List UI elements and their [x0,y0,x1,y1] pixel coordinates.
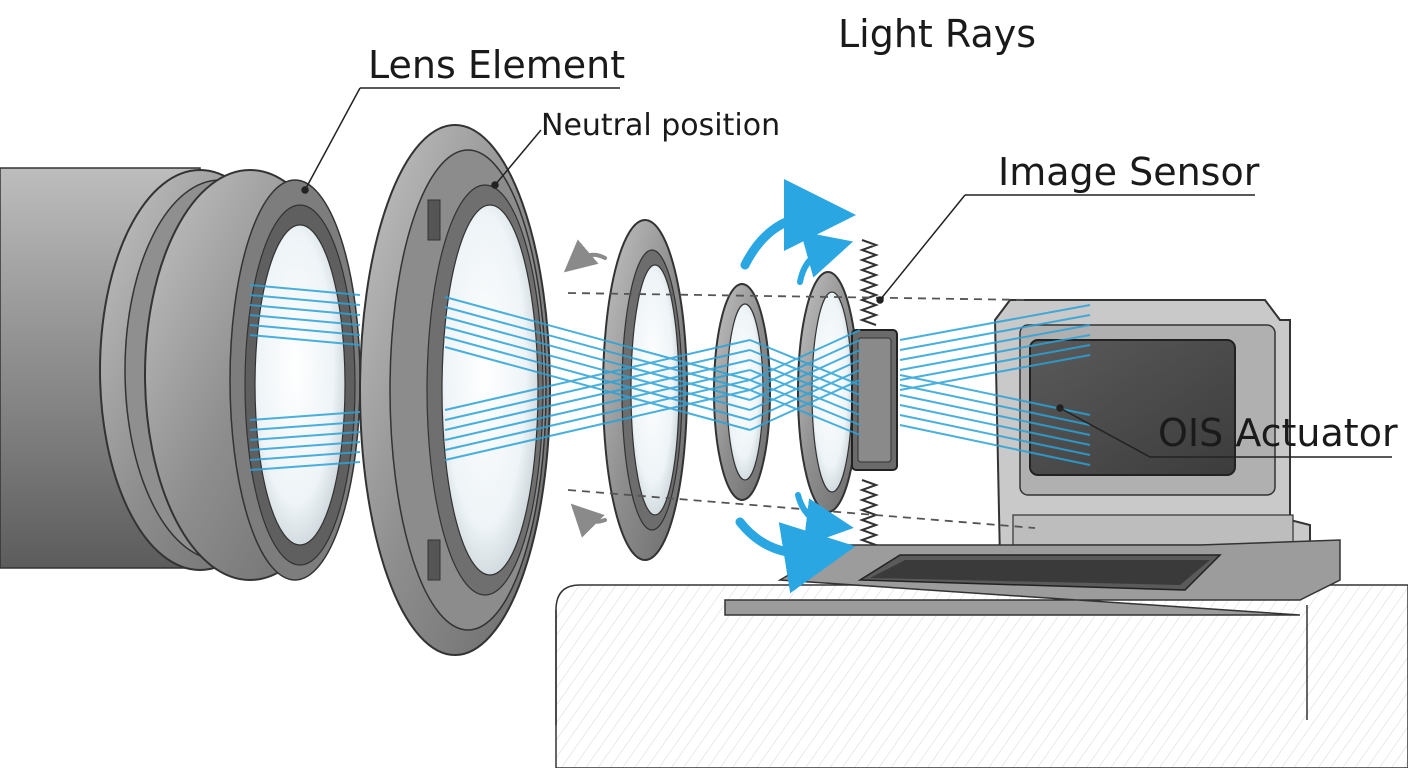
light-ray [899,344,1091,381]
light-ray [444,369,751,441]
light-ray [749,369,861,416]
light-ray [444,326,751,411]
lens-element-label: Lens Element [368,43,626,87]
neutral-position-label: Neutral position [541,108,781,143]
lens-barrel [0,167,361,581]
spring-icon [859,239,879,556]
light-ray [899,334,1091,371]
front-lens-ring [359,124,551,656]
ois-actuator-label: OIS Actuator [1158,411,1398,455]
base-block [555,584,1408,768]
light-ray [899,394,1091,436]
light-ray [444,316,751,401]
light-rays [249,284,1091,471]
light-ray [749,329,861,381]
light-ray [444,296,751,381]
light-rays-label: Light Rays [838,12,1037,56]
leader-lines [301,87,1392,458]
light-ray [899,424,1091,466]
light-ray [749,349,861,401]
light-ray [444,336,751,421]
light-ray [899,314,1091,351]
light-ray [899,384,1091,426]
light-ray [249,334,361,346]
rotation-arrow-icon [735,179,856,594]
light-ray [249,411,361,421]
image-sensor-label: Image Sensor [998,150,1260,194]
light-ray [249,294,361,306]
light-ray [749,349,861,396]
light-ray [749,339,861,386]
light-ray [249,461,361,471]
light-ray [749,359,861,406]
light-ray [444,359,751,431]
light-ray [249,304,361,316]
light-ray [899,324,1091,361]
image-sensor-housing [724,299,1341,616]
light-ray [749,339,861,391]
light-ray [749,379,861,426]
light-ray [899,354,1091,391]
light-ray [899,404,1091,446]
light-ray [249,314,361,326]
light-ray [899,414,1091,456]
light-ray [249,421,361,431]
light-ray [249,441,361,451]
alignment-lines [567,292,1036,529]
lens-ring-1 [602,219,688,561]
light-ray [899,304,1091,341]
light-ray [249,284,361,296]
light-ray [249,451,361,461]
light-ray [249,324,361,336]
light-ray [444,379,751,451]
light-ray [444,346,751,431]
rotation-arrow-icon-gray [563,239,607,538]
light-ray [249,431,361,441]
light-ray [749,359,861,411]
light-ray [444,349,751,421]
light-ray [444,306,751,391]
light-ray [749,389,861,436]
light-ray [444,389,751,461]
light-ray [444,339,751,411]
